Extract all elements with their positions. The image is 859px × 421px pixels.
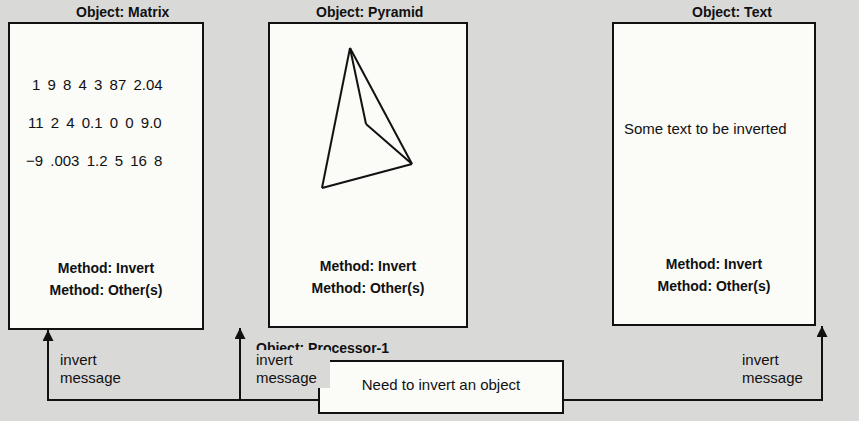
object-box: Object: PyramidMethod: InvertMethod: Oth…: [268, 22, 468, 328]
message-arrow: [564, 326, 822, 400]
processor-box: Object: Processor-1Need to invert an obj…: [318, 360, 564, 414]
request-text: Need to invert an object: [320, 376, 562, 394]
message-label: invert message: [58, 350, 134, 388]
method-label: Method: Invert: [270, 258, 466, 275]
matrix-row: −9 .003 1.2 5 16 8: [26, 152, 162, 170]
object-heading: Object: Pyramid: [316, 4, 423, 21]
method-label: Method: Invert: [614, 256, 814, 273]
method-label: Method: Other(s): [270, 280, 466, 297]
object-heading: Object: Matrix: [76, 4, 169, 21]
matrix-row: 11 2 4 0.1 0 0 9.0: [28, 114, 162, 132]
matrix-row: 1 9 8 4 3 87 2.04: [32, 76, 163, 94]
method-label: Method: Other(s): [614, 278, 814, 295]
message-label: invert message: [740, 350, 816, 388]
method-label: Method: Invert: [10, 260, 202, 277]
pyramid-edge: [322, 164, 412, 188]
pyramid-edge: [322, 48, 350, 188]
object-content: Some text to be inverted: [624, 120, 787, 138]
pyramid-edge: [350, 48, 366, 124]
object-box: Object: Matrix1 9 8 4 3 87 2.0411 2 4 0.…: [8, 22, 204, 330]
method-label: Method: Other(s): [10, 282, 202, 299]
pyramid-edge: [350, 48, 412, 164]
message-label: invert message: [254, 350, 330, 388]
object-heading: Object: Text: [692, 4, 772, 21]
object-box: Object: TextSome text to be invertedMeth…: [612, 22, 816, 326]
pyramid-edge: [366, 124, 412, 164]
